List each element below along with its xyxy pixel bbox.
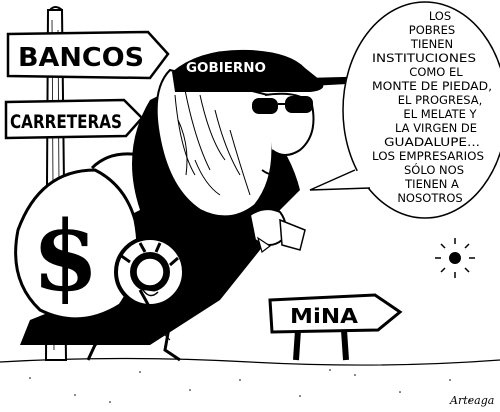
politician-head (155, 68, 315, 218)
cap-label: GOBIERNO (186, 61, 266, 76)
speech-line-3: TIENEN (410, 37, 453, 51)
sign-carreteras: CARRETERAS (4, 98, 144, 140)
speech-line-12: SÓLO NOS (404, 162, 464, 177)
sign-bancos: BANCOS (6, 30, 170, 80)
money-sign: $ (32, 200, 99, 313)
speech-line-4: INSTITUCIONES (372, 51, 476, 65)
speech-line-11: LOS EMPRESARIOS (372, 149, 484, 163)
politician-hand (248, 208, 306, 254)
speech-line-9: LA VIRGEN DE (395, 121, 477, 135)
artist-signature: Arteaga (449, 394, 494, 407)
sign-carreteras-text: CARRETERAS (10, 111, 122, 133)
sun-icon (435, 238, 475, 278)
speech-line-14: NOSOTROS (397, 191, 462, 205)
ground (0, 357, 500, 412)
gobierno-cap: GOBIERNO (172, 49, 385, 92)
speech-line-5: COMO EL (409, 65, 463, 79)
sign-bancos-text: BANCOS (18, 43, 144, 73)
speech-line-13: TIENEN A (404, 177, 459, 191)
speech-line-7: EL PROGRESA, (398, 93, 483, 107)
speech-line-6: MONTE DE PIEDAD, (372, 79, 492, 93)
speech-bubble: LOS POBRES TIENEN INSTITUCIONES COMO EL … (309, 1, 500, 219)
speech-line-2: POBRES (409, 23, 455, 37)
speech-line-1: LOS (429, 9, 451, 23)
signpost: BANCOS CARRETERAS (4, 6, 170, 361)
politician-figure: $ GOBIERNO (14, 49, 385, 345)
money-bag: $ (14, 152, 141, 321)
sign-mina: MiNA (268, 293, 403, 361)
small-worker (86, 236, 186, 362)
speech-line-8: EL MELATE Y (403, 107, 477, 121)
speech-line-10: GUADALUPE... (384, 135, 480, 149)
sign-mina-text: MiNA (290, 304, 359, 328)
